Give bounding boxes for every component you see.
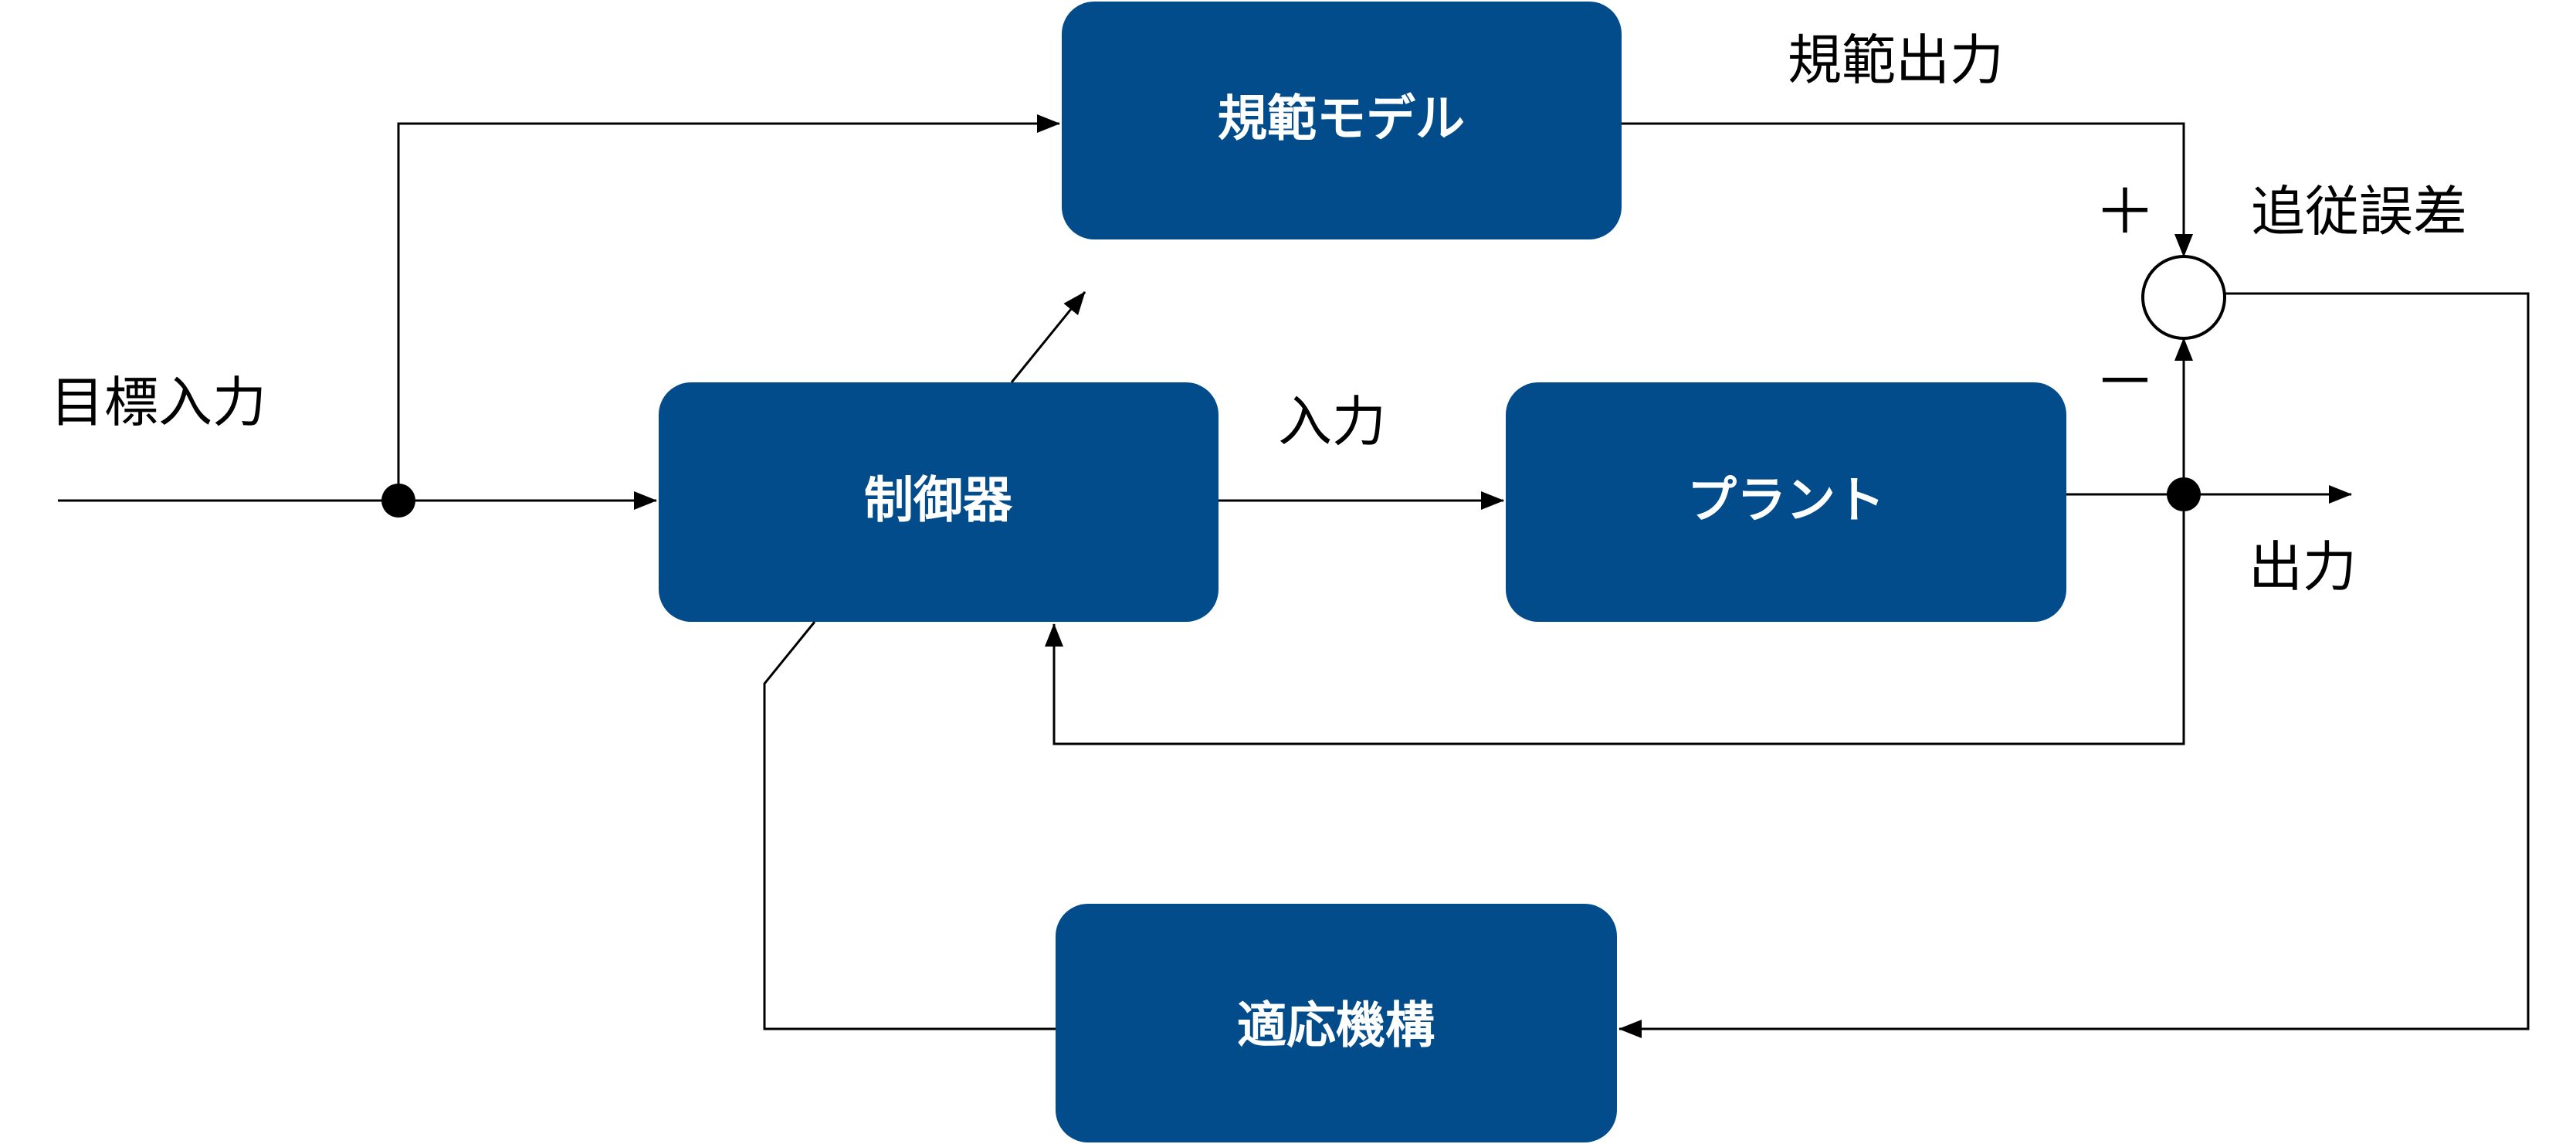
adaptation-label: 適応機構 — [1237, 998, 1435, 1055]
junction-dot-input — [381, 484, 415, 518]
reference-model-label: 規範モデル — [1218, 91, 1465, 148]
output-label: 出力 — [2249, 535, 2357, 599]
adaptation-block: 適応機構 — [1056, 904, 1617, 1142]
tracking-error-line — [1618, 292, 2530, 1038]
junction-dot-output — [2167, 477, 2201, 511]
adjustable-arrow — [1010, 291, 1086, 383]
plant-label: プラント — [1687, 473, 1885, 530]
feedback-line — [1045, 494, 2185, 745]
reference-output-line — [1622, 122, 2193, 257]
controller-label: 制御器 — [864, 473, 1013, 530]
reference-output-label: 規範出力 — [1788, 29, 2004, 92]
target-input-label: 目標入力 — [50, 371, 266, 434]
adaptation-to-controller — [763, 621, 1056, 1030]
connection-lines — [58, 114, 2530, 1038]
minus-sign: － — [2094, 346, 2156, 418]
tracking-error-label: 追従誤差 — [2251, 180, 2467, 243]
reference-model-block: 規範モデル — [1062, 2, 1622, 239]
plant-block: プラント — [1506, 382, 2066, 622]
branch-to-reference-model — [397, 114, 1060, 501]
summing-junction — [2141, 255, 2226, 340]
plus-sign: ＋ — [2094, 176, 2156, 248]
input-label: 入力 — [1278, 390, 1386, 453]
controller-block: 制御器 — [659, 382, 1219, 622]
